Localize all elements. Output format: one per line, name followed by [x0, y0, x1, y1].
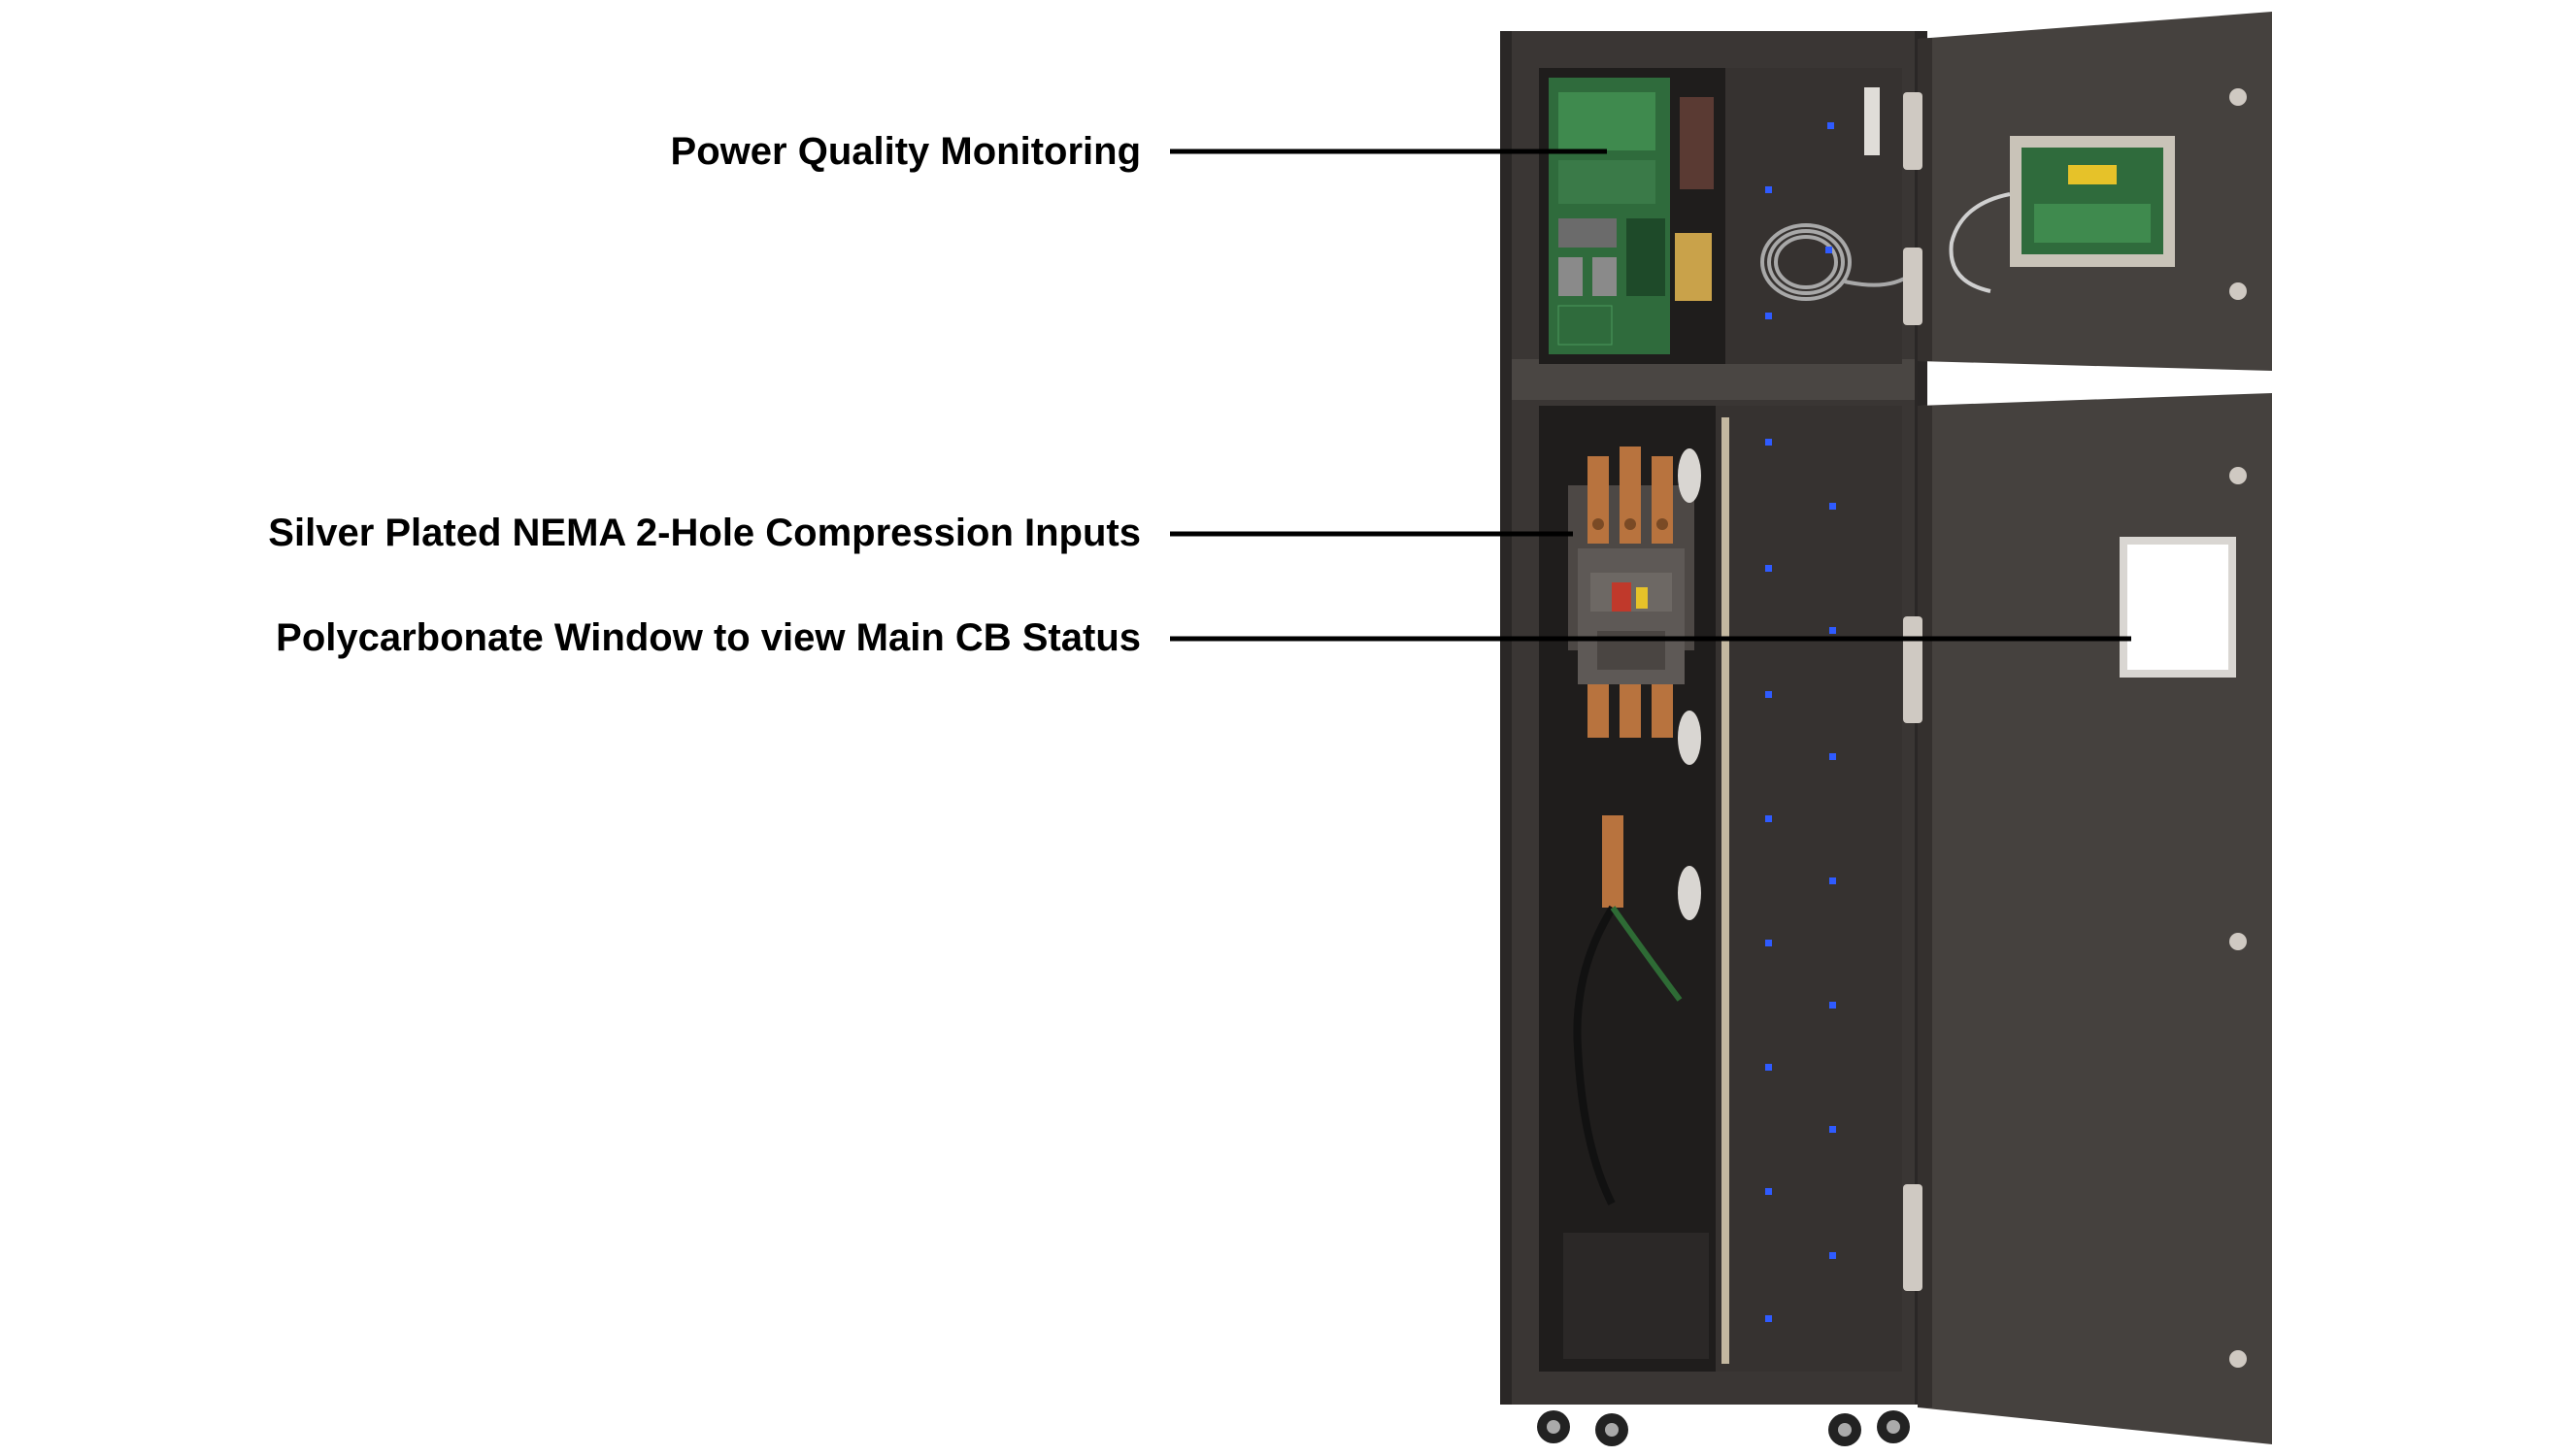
lower-door	[1918, 393, 2272, 1444]
display-cable	[1949, 192, 2011, 293]
status-led	[1765, 1188, 1772, 1195]
door-latch	[2229, 933, 2247, 950]
status-led	[1827, 122, 1834, 129]
door-hinge	[1903, 1184, 1922, 1291]
status-led	[1765, 815, 1772, 822]
door-latch	[2229, 1350, 2247, 1368]
door-hinges	[1903, 92, 1922, 1291]
callout-power-quality-monitoring: Power Quality Monitoring	[670, 130, 1141, 173]
terminal-strip	[1864, 87, 1880, 155]
upper-door	[1918, 12, 2272, 371]
status-led	[1765, 1315, 1772, 1322]
status-led	[1829, 877, 1836, 884]
status-led	[1765, 439, 1772, 446]
surge-device	[1678, 866, 1701, 920]
base-plate	[1563, 1233, 1709, 1359]
status-led	[1829, 1252, 1836, 1259]
callout-compression-inputs: Silver Plated NEMA 2-Hole Compression In…	[268, 512, 1141, 554]
door-hinge	[1903, 248, 1922, 325]
wire-harness	[1680, 97, 1714, 189]
polycarbonate-window	[2127, 545, 2228, 670]
door-latch	[2229, 467, 2247, 484]
casters	[1537, 1410, 1910, 1446]
surge-device	[1678, 448, 1701, 503]
power-module	[1675, 233, 1712, 301]
status-led	[1829, 753, 1836, 760]
status-led	[1765, 565, 1772, 572]
ground-cable	[1573, 815, 1683, 1206]
status-led	[1829, 627, 1836, 634]
copper-bus	[1587, 447, 1673, 738]
lower-compartment	[1539, 406, 1902, 1372]
status-led	[1765, 691, 1772, 698]
touch-display	[2010, 136, 2175, 267]
callout-polycarbonate-window: Polycarbonate Window to view Main CB Sta…	[276, 616, 1141, 659]
status-led	[1829, 503, 1836, 510]
status-led	[1829, 1126, 1836, 1133]
status-led	[1765, 313, 1772, 319]
door-latch	[2229, 88, 2247, 106]
pcb-board	[1549, 78, 1670, 354]
status-led	[1825, 247, 1832, 253]
status-led	[1829, 1002, 1836, 1009]
door-hinge	[1903, 92, 1922, 170]
status-led	[1765, 1064, 1772, 1071]
status-led-strip	[1765, 122, 1836, 1322]
door-hinge	[1903, 616, 1922, 723]
surge-device	[1678, 711, 1701, 765]
status-led	[1765, 940, 1772, 946]
status-led	[1765, 186, 1772, 193]
circuit-breaker	[1578, 548, 1685, 684]
door-latch	[2229, 282, 2247, 300]
